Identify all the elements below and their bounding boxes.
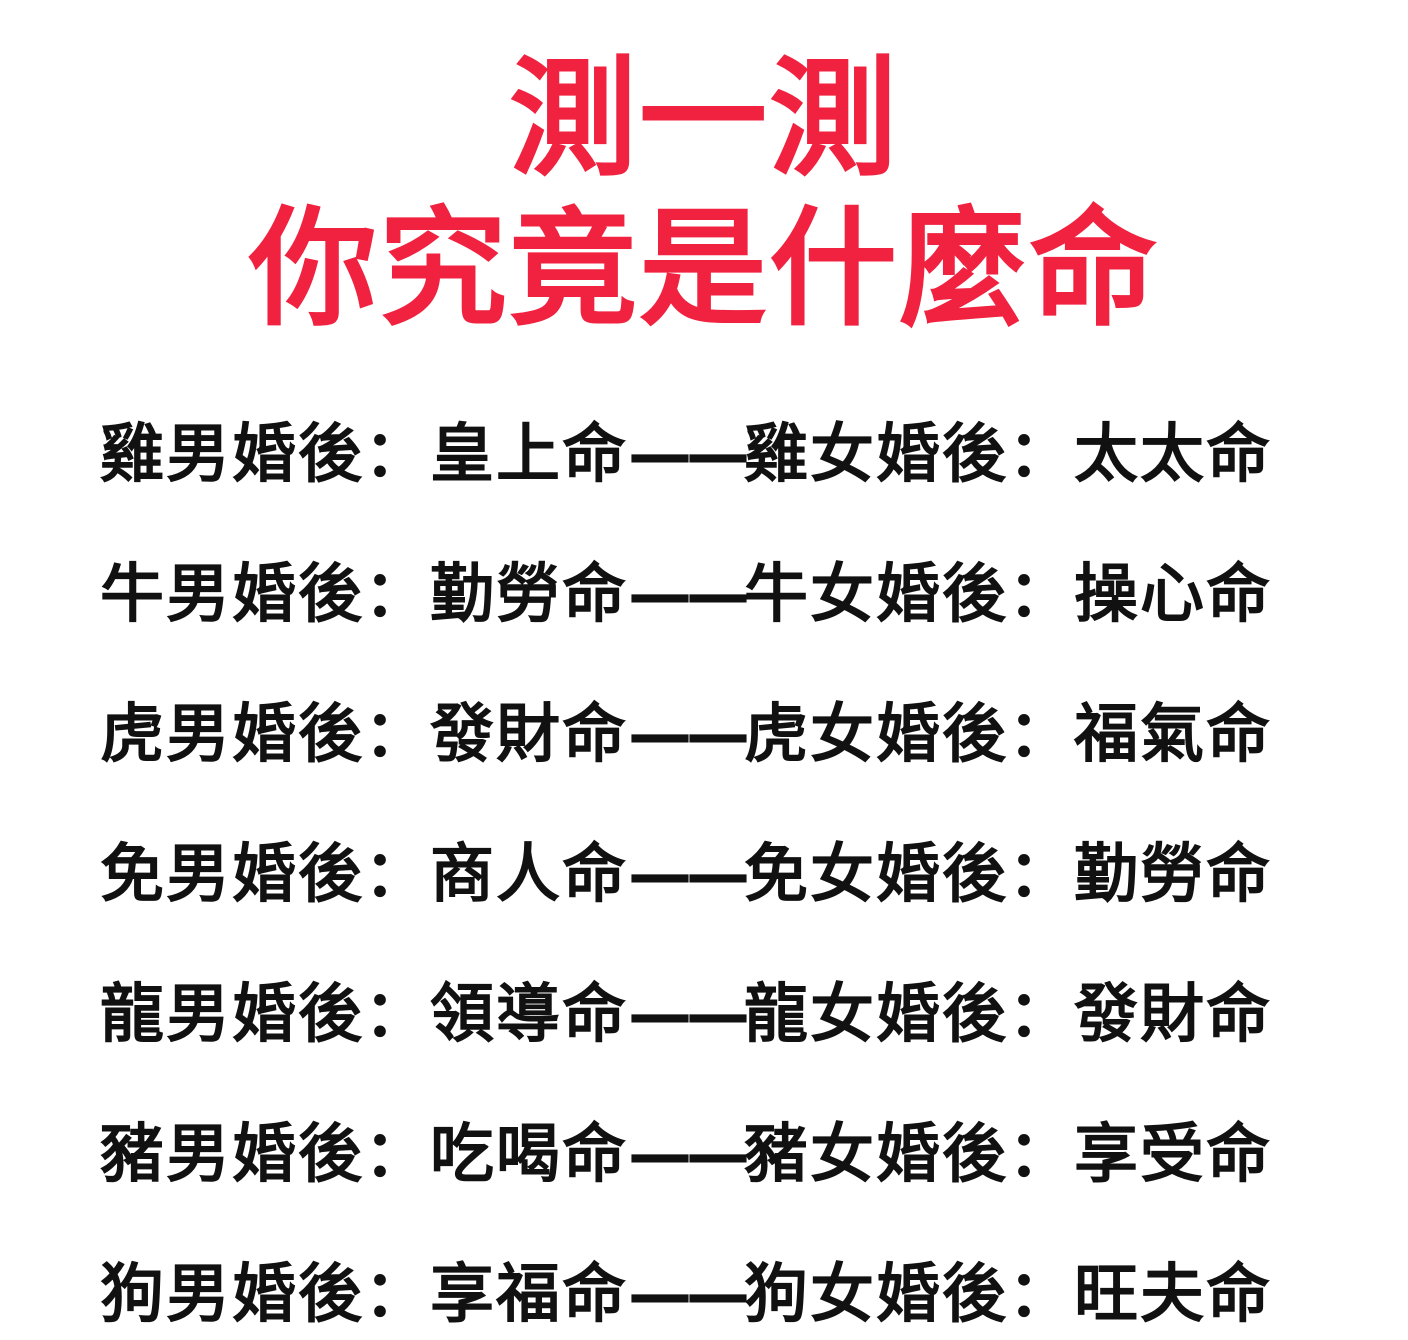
male-label: 豬男婚後： <box>100 1118 430 1192</box>
zodiac-row: 龍男婚後：領導命——龍女婚後：發財命 <box>100 970 1360 1060</box>
separator: —— <box>628 418 750 492</box>
separator: —— <box>628 1118 750 1192</box>
female-value: 勤勞命 <box>1074 838 1272 912</box>
female-value: 福氣命 <box>1074 698 1272 772</box>
separator: —— <box>628 978 750 1052</box>
title-block: 測一測 你究竟是什麼命 <box>0 45 1408 345</box>
female-value: 旺夫命 <box>1074 1258 1272 1332</box>
male-value: 發財命 <box>430 698 628 772</box>
separator: —— <box>628 838 750 912</box>
female-label: 虎女婚後： <box>744 698 1074 772</box>
male-label: 雞男婚後： <box>100 418 430 492</box>
male-value: 吃喝命 <box>430 1118 628 1192</box>
separator: —— <box>628 698 750 772</box>
male-label: 虎男婚後： <box>100 698 430 772</box>
female-label: 雞女婚後： <box>744 418 1074 492</box>
separator: —— <box>628 558 750 632</box>
male-label: 牛男婚後： <box>100 558 430 632</box>
female-value: 享受命 <box>1074 1118 1272 1192</box>
male-value: 享福命 <box>430 1258 628 1332</box>
female-label: 豬女婚後： <box>744 1118 1074 1192</box>
female-label: 龍女婚後： <box>744 978 1074 1052</box>
zodiac-row: 免男婚後：商人命——免女婚後：勤勞命 <box>100 830 1360 920</box>
title-line-1: 測一測 <box>508 45 899 194</box>
title-line-2: 你究竟是什麼命 <box>248 195 1159 344</box>
male-value: 商人命 <box>430 838 628 912</box>
female-label: 免女婚後： <box>744 838 1074 912</box>
zodiac-row: 雞男婚後：皇上命——雞女婚後：太太命 <box>100 410 1360 500</box>
male-value: 皇上命 <box>430 418 628 492</box>
zodiac-row: 虎男婚後：發財命——虎女婚後：福氣命 <box>100 690 1360 780</box>
male-label: 免男婚後： <box>100 838 430 912</box>
male-value: 領導命 <box>430 978 628 1052</box>
zodiac-row: 狗男婚後：享福命——狗女婚後：旺夫命 <box>100 1250 1360 1340</box>
female-label: 狗女婚後： <box>744 1258 1074 1332</box>
female-label: 牛女婚後： <box>744 558 1074 632</box>
separator: —— <box>628 1258 750 1332</box>
male-value: 勤勞命 <box>430 558 628 632</box>
female-value: 操心命 <box>1074 558 1272 632</box>
male-label: 龍男婚後： <box>100 978 430 1052</box>
zodiac-row: 豬男婚後：吃喝命——豬女婚後：享受命 <box>100 1110 1360 1200</box>
male-label: 狗男婚後： <box>100 1258 430 1332</box>
female-value: 發財命 <box>1074 978 1272 1052</box>
zodiac-row: 牛男婚後：勤勞命——牛女婚後：操心命 <box>100 550 1360 640</box>
female-value: 太太命 <box>1074 418 1272 492</box>
